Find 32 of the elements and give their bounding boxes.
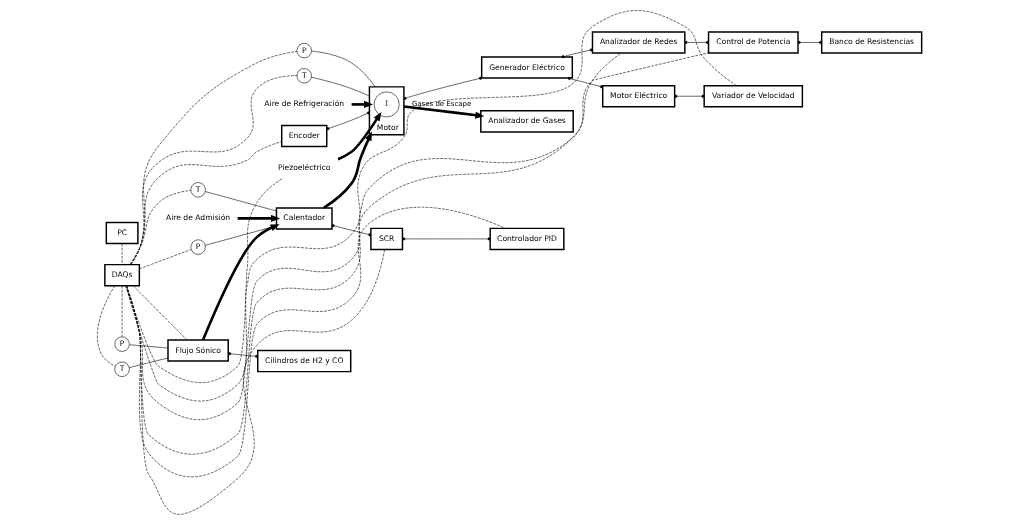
connector [96, 285, 116, 367]
arrow [322, 131, 372, 209]
connector [129, 190, 191, 265]
arrow [237, 214, 280, 222]
connector [567, 76, 603, 89]
connector [125, 207, 506, 478]
connector [797, 41, 822, 44]
connector [331, 224, 371, 237]
connector [128, 357, 168, 368]
connector [125, 10, 737, 402]
connector [310, 76, 370, 97]
connector [121, 285, 122, 337]
connector [684, 41, 709, 44]
connector [129, 141, 282, 265]
connector [128, 344, 168, 349]
arrow [403, 105, 484, 119]
connector [227, 352, 258, 358]
arrow [351, 100, 373, 108]
connector [561, 48, 593, 59]
arrow [201, 224, 280, 341]
arrow [337, 111, 381, 161]
connector [310, 50, 376, 88]
connector [403, 76, 482, 100]
connector [673, 94, 704, 98]
connector [125, 52, 709, 421]
connector [132, 285, 187, 341]
connector [138, 249, 191, 270]
connector [204, 191, 277, 212]
connector [326, 111, 370, 131]
connector [401, 237, 490, 241]
connector [125, 249, 385, 515]
connector [121, 243, 122, 265]
